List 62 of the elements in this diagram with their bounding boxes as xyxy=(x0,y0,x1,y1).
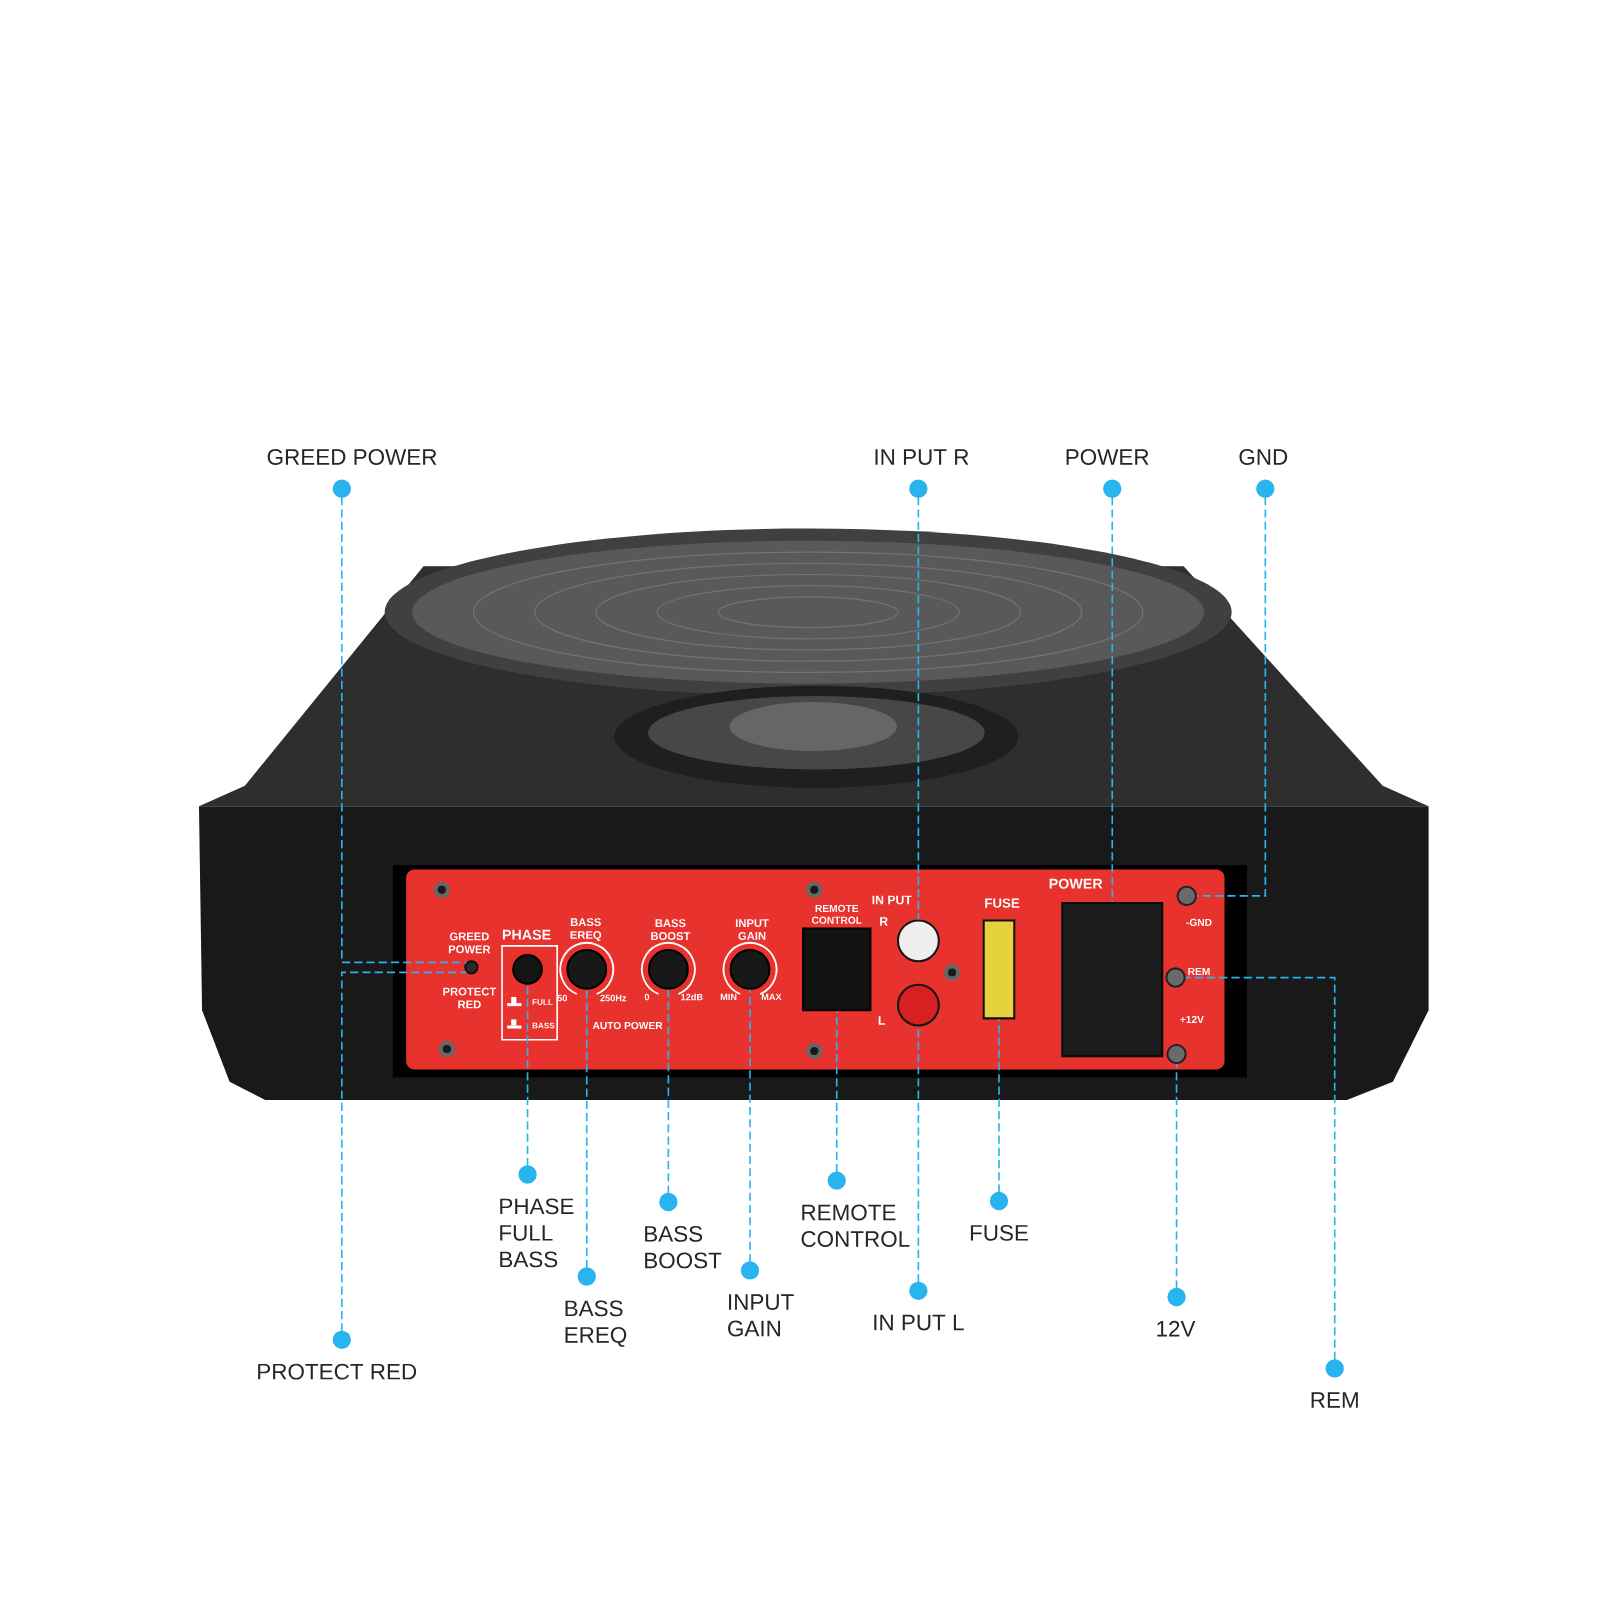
panel-label: +12V xyxy=(1180,1015,1204,1023)
callout-label: BASS EREQ xyxy=(565,1300,627,1347)
leader-line xyxy=(1103,479,1122,903)
leader-line xyxy=(827,1010,846,1190)
panel-label: 250Hz xyxy=(600,994,627,1002)
rca-jack xyxy=(896,919,940,963)
callout-label: 12V xyxy=(1157,1320,1196,1337)
panel-label: L xyxy=(878,1016,885,1025)
panel-label: INPUT GAIN xyxy=(735,919,769,940)
leader-line xyxy=(332,971,468,1349)
panel-label: 12dB xyxy=(681,993,703,1001)
knob xyxy=(647,949,689,990)
callout-label: PROTECT RED xyxy=(258,1363,417,1380)
panel-label: REMOTE CONTROL xyxy=(811,904,862,924)
leader-line xyxy=(909,479,928,921)
callout-label: BASS BOOST xyxy=(645,1225,722,1269)
leader-line xyxy=(1167,1063,1186,1307)
rca-jack xyxy=(896,983,940,1027)
panel-label: 0 xyxy=(644,993,650,1001)
callout-label: FUSE xyxy=(970,1224,1028,1241)
panel-label: REM xyxy=(1188,967,1210,975)
leader-line xyxy=(332,479,468,964)
panel-label: POWER xyxy=(1049,878,1103,889)
leader-line xyxy=(659,989,678,1212)
panel-label: PROTECT RED xyxy=(443,987,497,1009)
callout-label: POWER xyxy=(1066,449,1149,465)
fuse xyxy=(982,919,1016,1020)
panel-label: GREED POWER xyxy=(448,932,491,954)
panel-label: BASS xyxy=(532,1022,555,1029)
panel-label: IN PUT xyxy=(872,895,912,905)
callout-label: REM xyxy=(1311,1392,1358,1408)
leader-line xyxy=(740,989,760,1280)
rj45-jack xyxy=(802,927,872,1012)
panel-label: FUSE xyxy=(985,898,1020,908)
panel-label: PHASE xyxy=(502,929,551,940)
panel-label: R xyxy=(880,917,888,926)
callout-label: REMOTE CONTROL xyxy=(801,1204,910,1247)
callout-label: INPUT GAIN xyxy=(728,1294,794,1337)
callout-label: GND xyxy=(1239,449,1288,465)
screw xyxy=(1165,967,1186,988)
leader-line xyxy=(1196,479,1275,897)
screw xyxy=(1166,1043,1187,1065)
knob xyxy=(566,949,608,990)
leader-line xyxy=(989,1018,1009,1211)
panel-label: MAX xyxy=(761,993,782,1001)
panel-label: MIN xyxy=(720,993,737,1001)
panel-label: BASS BOOST xyxy=(651,919,691,940)
leader-line xyxy=(577,989,596,1286)
panel-label: 50 xyxy=(557,994,567,1002)
screw xyxy=(1176,885,1197,907)
callout-label: IN PUT R xyxy=(875,449,969,465)
power-terminal xyxy=(1061,902,1164,1058)
callout-label: IN PUT L xyxy=(874,1314,964,1331)
panel-label: AUTO POWER xyxy=(592,1021,663,1030)
knob xyxy=(729,949,771,990)
panel-label: FULL xyxy=(532,999,553,1005)
panel-label: BASS EREQ xyxy=(570,918,602,942)
callout-label: GREED POWER xyxy=(267,449,437,465)
callout-label: PHASE FULL BASS xyxy=(500,1198,574,1268)
leader-line xyxy=(1184,976,1344,1378)
panel-label: -GND xyxy=(1186,918,1212,927)
led xyxy=(464,960,479,975)
